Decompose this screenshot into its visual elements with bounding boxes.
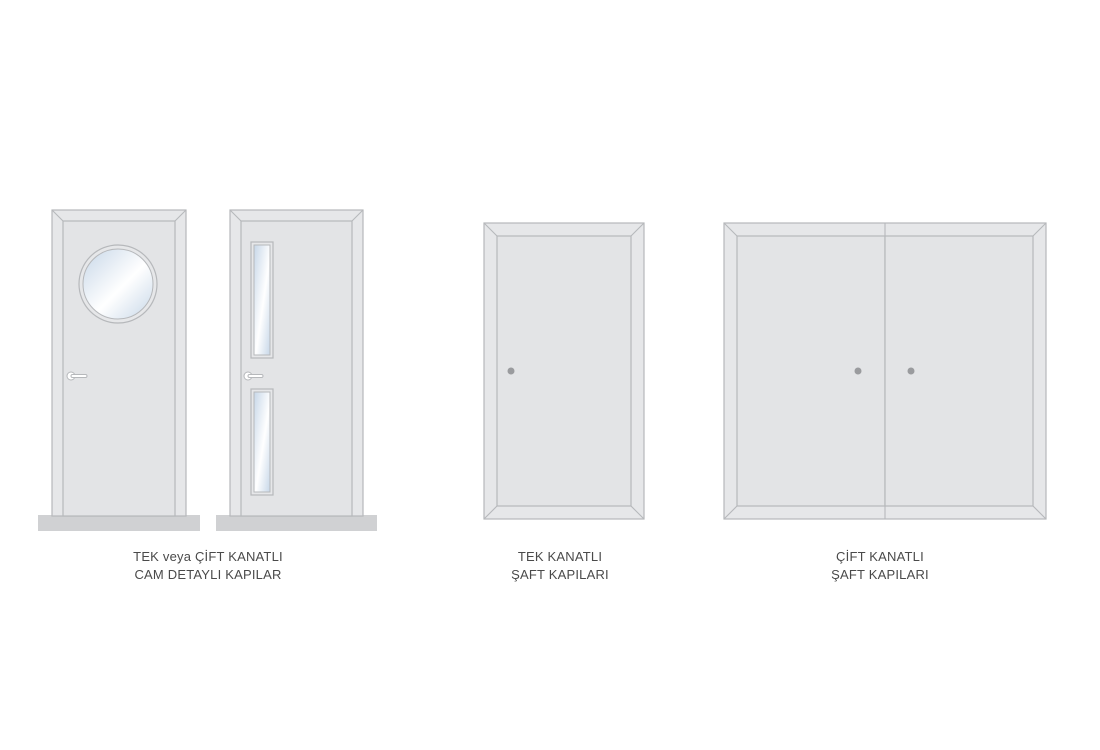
caption-line-2: ŞAFT KAPILARI [831, 567, 929, 582]
caption-double-shaft-doors: ÇİFT KANATLI ŞAFT KAPILARI [780, 548, 980, 584]
left-knob-icon [854, 367, 862, 375]
round-glass-pane [82, 248, 154, 320]
caption-line-2: ŞAFT KAPILARI [511, 567, 609, 582]
lever-handle-icon [243, 371, 264, 381]
left-leaf [736, 235, 886, 507]
lever-handle-icon [66, 371, 88, 381]
door-leaf [496, 235, 632, 507]
floor-slab [216, 515, 377, 531]
floor-slab [38, 515, 200, 531]
knob-icon [507, 367, 515, 375]
upper-slot-pane [253, 244, 271, 356]
right-leaf [884, 235, 1034, 507]
door-slot-windows-icon [216, 209, 377, 531]
caption-glass-detail-doors: TEK veya ÇİFT KANATLI CAM DETAYLI KAPILA… [88, 548, 328, 584]
caption-line-1: ÇİFT KANATLI [836, 549, 924, 564]
caption-line-1: TEK veya ÇİFT KANATLI [133, 549, 283, 564]
caption-single-shaft-doors: TEK KANATLI ŞAFT KAPILARI [460, 548, 660, 584]
single-shaft-door-icon [483, 222, 645, 520]
right-knob-icon [907, 367, 915, 375]
caption-line-2: CAM DETAYLI KAPILAR [134, 567, 282, 582]
lower-slot-pane [253, 391, 271, 493]
door-round-window-icon [38, 209, 200, 531]
double-shaft-door-icon [723, 222, 1047, 520]
caption-line-1: TEK KANATLI [517, 549, 603, 564]
